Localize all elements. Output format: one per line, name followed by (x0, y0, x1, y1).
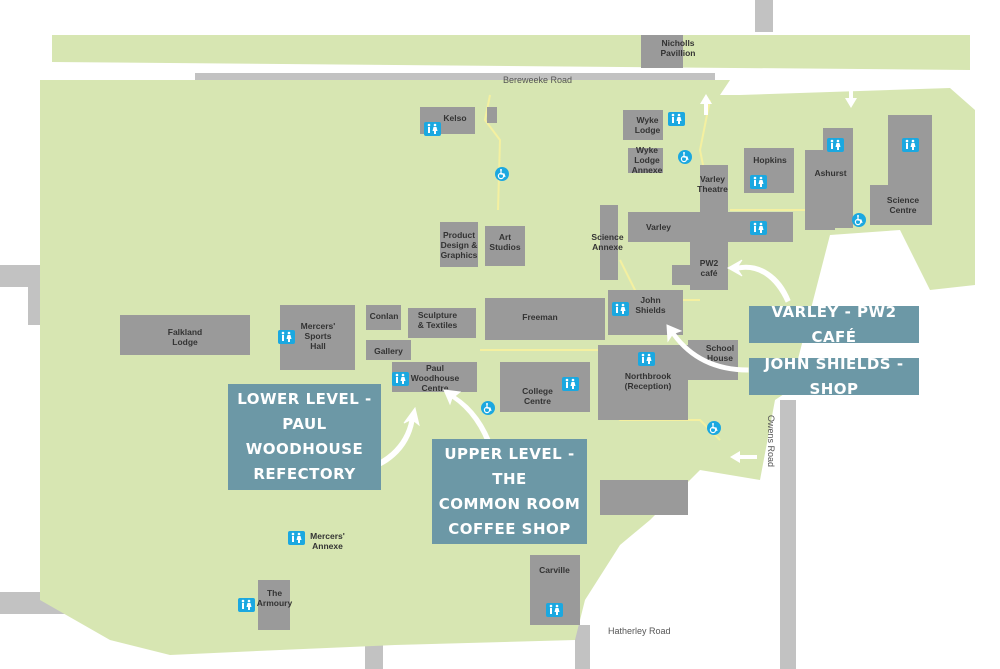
building-nicholls (641, 35, 683, 68)
label-mercers-annexe: Mercers' Annexe (310, 531, 345, 551)
label-pw2: PW2 café (699, 258, 719, 278)
road-label-owens: Owens Road (766, 415, 776, 468)
toilet-icon (827, 138, 844, 152)
label-varley: Varley (645, 222, 672, 232)
toilet-icon (750, 221, 767, 235)
label-carville: Carville (539, 565, 570, 575)
label-science-annexe: Science Annexe (591, 232, 624, 252)
label-art-studios: Art Studios (489, 232, 521, 252)
label-science-centre: Science Centre (886, 195, 920, 215)
callout-upper-level: UPPER LEVEL - THE COMMON ROOM COFFEE SHO… (432, 439, 587, 544)
wheelchair-icon (707, 421, 721, 435)
label-conlan: Conlan (369, 311, 399, 321)
label-varley-theatre: Varley Theatre (697, 174, 728, 194)
road-owens (780, 400, 796, 669)
label-wyke-lodge: Wyke Lodge (634, 115, 661, 135)
wheelchair-icon (481, 401, 495, 415)
callout-varley-pw2: VARLEY - PW2 CAFÉ (749, 303, 919, 346)
label-hopkins: Hopkins (753, 155, 787, 165)
grass-north-strip (52, 35, 970, 70)
label-product-design: Product Design & Graphics (440, 230, 478, 260)
toilet-icon (612, 302, 629, 316)
label-falkland: Falkland Lodge (167, 327, 203, 347)
callout-john-shields: JOHN SHIELDS - SHOP (749, 355, 919, 398)
toilet-icon (238, 598, 255, 612)
label-kelso: Kelso (443, 113, 467, 123)
toilet-icon (562, 377, 579, 391)
toilet-icon (638, 352, 655, 366)
label-freeman: Freeman (522, 312, 558, 322)
road-hatherley-stub (575, 625, 590, 669)
callout-lower-level: LOWER LEVEL - PAUL WOODHOUSE REFECTORY (228, 384, 381, 490)
toilet-icon (278, 330, 295, 344)
label-school-house: School House (705, 343, 735, 363)
label-college-centre: College Centre (522, 386, 553, 406)
label-nicholls: Nicholls Pavillion (660, 38, 696, 58)
label-mercers-hall: Mercers' Sports Hall (300, 321, 336, 351)
label-wyke-annexe: Wyke Lodge Annexe (631, 145, 663, 175)
label-john-shields: John Shields (635, 295, 666, 315)
label-paul-woodhouse: Paul Woodhouse Centre (410, 363, 460, 393)
toilet-icon (902, 138, 919, 152)
toilet-icon (546, 603, 563, 617)
label-ashurst: Ashurst (814, 168, 847, 178)
toilet-icon (668, 112, 685, 126)
road-label-hatherley: Hatherley Road (608, 626, 671, 636)
toilet-icon (424, 122, 441, 136)
wheelchair-icon (852, 213, 866, 227)
label-sculpture: Sculpture & Textiles (417, 310, 458, 330)
road-south (365, 645, 383, 669)
wheelchair-icon (495, 167, 509, 181)
label-gallery: Gallery (374, 346, 403, 356)
label-northbrook: Northbrook (Reception) (624, 371, 672, 391)
toilet-icon (392, 372, 409, 386)
toilet-icon (288, 531, 305, 545)
toilet-icon (750, 175, 767, 189)
label-armoury: The Armoury (256, 588, 293, 608)
wheelchair-icon (678, 150, 692, 164)
road-label-bereweeke: Bereweeke Road (503, 75, 573, 85)
road-north (755, 0, 773, 32)
